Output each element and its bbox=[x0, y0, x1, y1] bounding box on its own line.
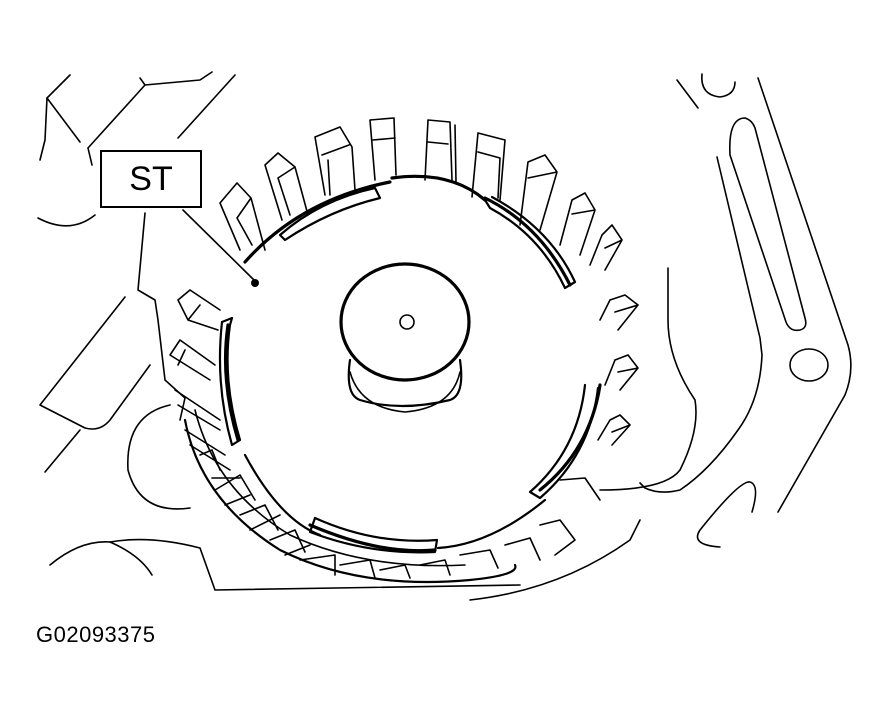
figure-id: G02093375 bbox=[36, 622, 156, 647]
callout-leader bbox=[182, 209, 259, 287]
callout-label: ST bbox=[129, 159, 173, 198]
special-tool-ring bbox=[218, 174, 602, 554]
housing-right-outline bbox=[469, 73, 852, 601]
central-hub bbox=[339, 262, 471, 413]
lower-teeth bbox=[199, 449, 601, 579]
outer-drum bbox=[183, 409, 517, 584]
callout-label-box: ST bbox=[100, 150, 202, 208]
drum-teeth bbox=[169, 117, 639, 471]
housing-left-outline bbox=[37, 71, 521, 591]
